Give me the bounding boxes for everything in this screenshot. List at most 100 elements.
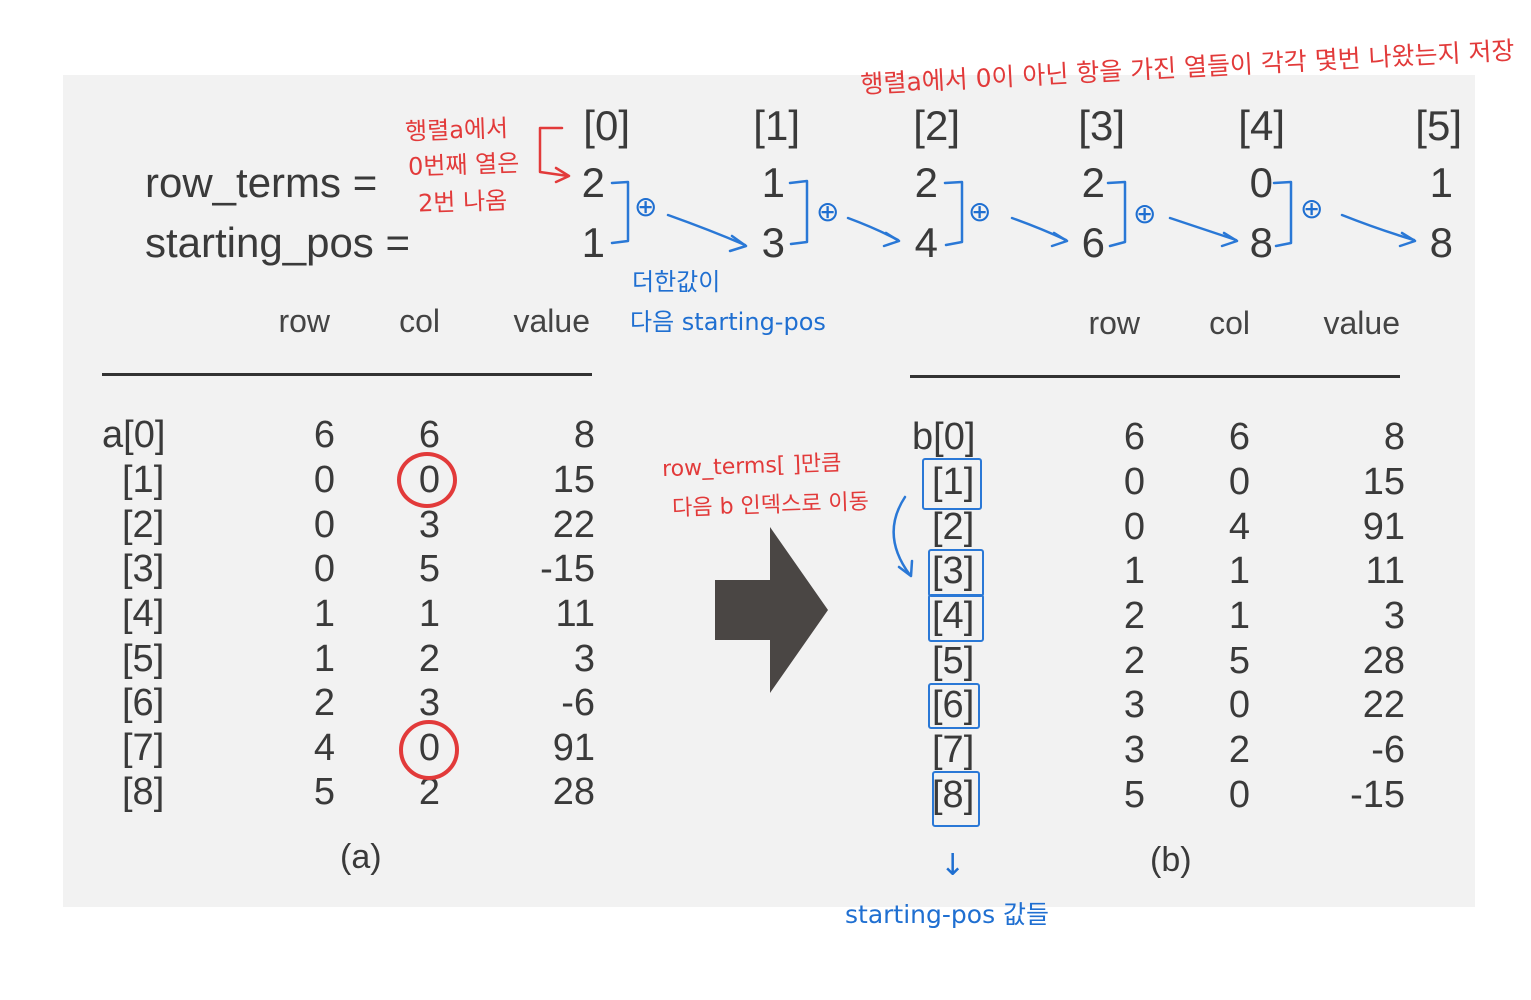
- row-terms-value-3: 2: [1081, 159, 1105, 206]
- table-a-cell: 3: [418, 682, 440, 724]
- table-b-header-value: value: [1323, 305, 1401, 341]
- starting-pos-value-3: 6: [1081, 219, 1105, 266]
- starting-pos-value-0: 1: [581, 219, 605, 266]
- table-a-cell: 6: [418, 414, 440, 456]
- highlight-box-b1: [922, 458, 982, 510]
- table-b-cell: 0: [1123, 461, 1145, 503]
- table-b-cell: 2: [1228, 729, 1250, 771]
- highlight-box-b6: [928, 683, 980, 729]
- table-a-row-label: [5]: [122, 638, 165, 680]
- starting-pos-value-4: 8: [1249, 219, 1273, 266]
- table-b-cell: 6: [1123, 416, 1145, 458]
- table-a-cell: 5: [418, 548, 440, 590]
- table-b-cell: 91: [1362, 506, 1405, 548]
- highlight-box-b4: [928, 594, 984, 642]
- table-a-cell: 4: [313, 727, 335, 769]
- table-a-cell: 0: [313, 504, 335, 546]
- table-a-row-label: [8]: [122, 771, 165, 813]
- table-a-cell: 0: [313, 459, 335, 501]
- table-b-cell: 3: [1123, 684, 1145, 726]
- starting-pos-value-2: 4: [914, 219, 938, 266]
- table-b-row-label: [7]: [932, 729, 975, 771]
- table-a-cell: 15: [552, 459, 595, 501]
- table-a-row-label: [4]: [122, 593, 165, 635]
- table-b-row-label: [4]: [932, 595, 975, 637]
- row-terms-value-4: 0: [1249, 159, 1273, 206]
- table-b-cell: 15: [1362, 461, 1405, 503]
- table-a-header-row: row: [278, 303, 330, 339]
- table-a-cell: -6: [561, 682, 595, 724]
- table-a-cell: 1: [313, 638, 335, 680]
- plus-symbol-5: ⊕: [1300, 193, 1324, 224]
- table-a-row-label: [2]: [122, 504, 165, 546]
- annotation-mid-blue-1: 더한값이: [632, 268, 721, 296]
- annotation-bottom-blue: starting-pos 값들: [845, 900, 1050, 929]
- table-a-cell: -15: [540, 548, 595, 590]
- row-terms-value-5: 1: [1429, 159, 1453, 206]
- table-a-cell: 2: [418, 771, 440, 813]
- table-a-cell: 8: [573, 414, 595, 456]
- table-a-row-label: a[0]: [102, 414, 166, 456]
- plus-symbol-4: ⊕: [1133, 198, 1157, 229]
- annotation-mid-blue-2: 다음 starting-pos: [630, 308, 826, 336]
- plus-symbol-2: ⊕: [816, 196, 840, 227]
- annotation-left-3: 2번 나옴: [417, 186, 508, 218]
- table-b-cell: 0: [1123, 506, 1145, 548]
- index-2: [2]: [913, 102, 960, 149]
- table-b-rule: [910, 375, 1400, 378]
- table-b-caption: (b): [1150, 841, 1192, 879]
- table-b-header-row: row: [1088, 305, 1140, 341]
- table-b-cell: 5: [1228, 640, 1250, 682]
- table-a-cell: 22: [552, 504, 595, 546]
- table-b-cell: 1: [1123, 550, 1145, 592]
- table-a-header-value: value: [513, 303, 591, 339]
- table-b-cell: -6: [1371, 729, 1405, 771]
- table-b-cell: 2: [1123, 595, 1145, 637]
- index-3: [3]: [1078, 102, 1125, 149]
- table-b-cell: 11: [1365, 550, 1405, 592]
- table-a-cell: 1: [313, 593, 335, 635]
- table-a-cell: 0: [313, 548, 335, 590]
- table-a-cell: 91: [552, 727, 595, 769]
- index-4: [4]: [1238, 102, 1285, 149]
- highlight-box-b8: [932, 771, 980, 827]
- table-a-cell: 11: [555, 593, 595, 635]
- starting-pos-value-1: 3: [761, 219, 785, 266]
- starting-pos-value-5: 8: [1429, 219, 1453, 266]
- plus-symbol-1: ⊕: [634, 191, 658, 222]
- table-a-cell: 28: [552, 771, 595, 813]
- row-terms-value-2: 2: [914, 159, 938, 206]
- table-b-row-label: [8]: [932, 774, 975, 816]
- table-b-row-label: b[0]: [912, 416, 976, 458]
- table-b-row-label: [5]: [932, 640, 975, 682]
- annotation-left-1: 행렬a에서: [404, 114, 509, 146]
- index-1: [1]: [753, 102, 800, 149]
- table-b-cell: 28: [1362, 640, 1405, 682]
- table-a-caption: (a): [340, 838, 382, 876]
- row-terms-value-0: 2: [581, 159, 605, 206]
- index-5: [5]: [1415, 102, 1462, 149]
- index-0: [0]: [583, 102, 630, 149]
- table-b-cell: -15: [1350, 774, 1405, 816]
- table-b-row-label: [2]: [932, 506, 975, 548]
- annotation-left-2: 0번째 열은: [407, 149, 520, 181]
- table-b-cell: 8: [1383, 416, 1405, 458]
- table-b-cell: 5: [1123, 774, 1145, 816]
- table-a-cell: 3: [573, 638, 595, 680]
- row-terms-value-1: 1: [761, 159, 785, 206]
- row-terms-label: row_terms =: [145, 159, 378, 206]
- figure-panel: [63, 75, 1475, 907]
- table-a-row-label: [6]: [122, 682, 165, 724]
- table-b-header-col: col: [1209, 305, 1250, 341]
- table-b-cell: 6: [1228, 416, 1250, 458]
- table-a-cell: 6: [313, 414, 335, 456]
- starting-pos-label: starting_pos =: [145, 219, 411, 266]
- table-b-cell: 3: [1383, 595, 1405, 637]
- table-a-rule: [102, 373, 592, 376]
- table-a-row-label: [3]: [122, 548, 165, 590]
- highlight-circle-col0-row1: [397, 452, 457, 508]
- annotation-mid-red-1: row_terms[ ]만큼: [661, 450, 842, 483]
- table-a-cell: 3: [418, 504, 440, 546]
- table-a-cell: 1: [418, 593, 440, 635]
- table-b-cell: 2: [1123, 640, 1145, 682]
